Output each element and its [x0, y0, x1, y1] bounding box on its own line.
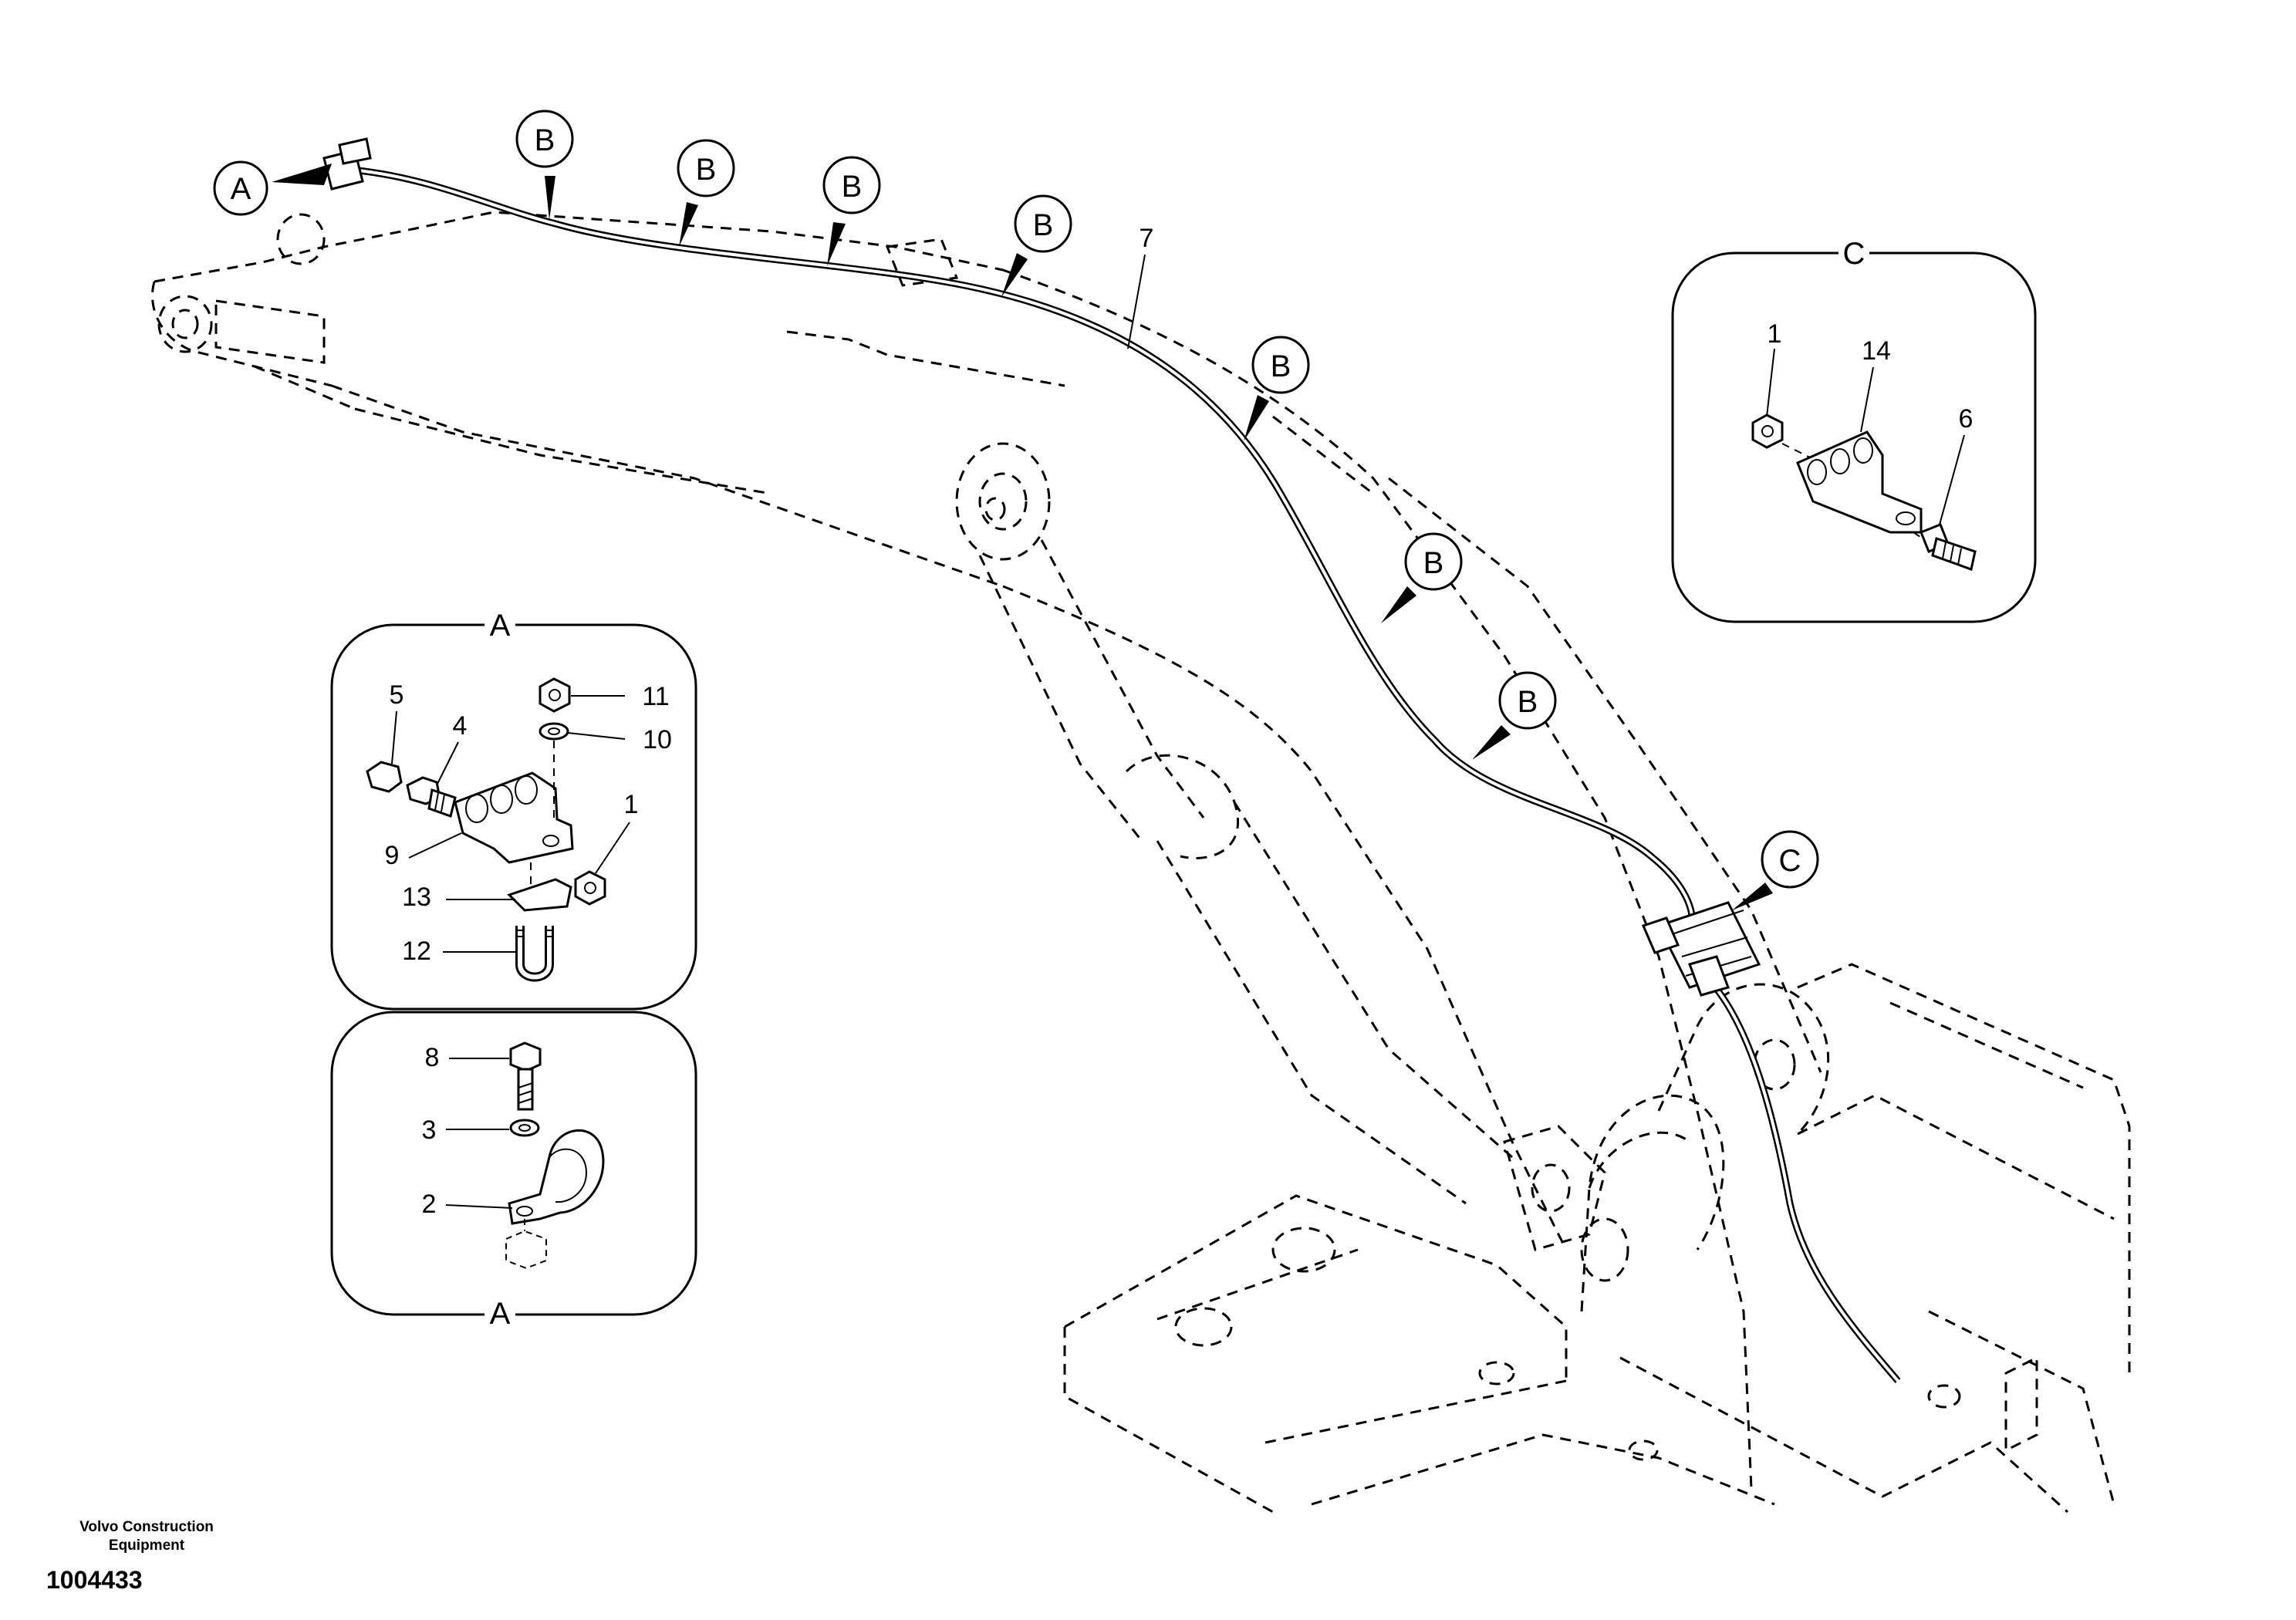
marker-b-label: B: [1271, 349, 1292, 383]
detail-a-top-panel: A 5 4 9 11 10 13: [330, 609, 697, 1011]
part-number-3: 3: [422, 1115, 437, 1145]
arm-outline: [150, 211, 1065, 588]
brand-line-1: Volvo Construction: [79, 1519, 214, 1535]
marker-b-1: B: [515, 110, 574, 220]
part-number-14: 14: [1862, 336, 1891, 366]
marker-b-label: B: [1033, 208, 1054, 242]
marker-a-main: A: [213, 160, 332, 216]
part-number-13: 13: [402, 883, 431, 912]
marker-b-3: B: [822, 156, 881, 266]
hydraulic-hose: [322, 137, 1901, 1383]
detail-c-title: C: [1843, 237, 1866, 271]
detail-a-top-title: A: [490, 609, 511, 643]
boom-cylinder-outline: [978, 539, 1513, 1205]
part-number-1: 1: [624, 790, 639, 819]
part-number-6: 6: [1959, 404, 1974, 434]
document-number: 1004433: [46, 1566, 143, 1594]
part-number-9: 9: [385, 841, 400, 870]
marker-b-label: B: [842, 170, 863, 204]
part-number-2: 2: [422, 1190, 437, 1219]
marker-b-label: B: [696, 153, 717, 187]
marker-b-label: B: [535, 123, 555, 157]
callout-7: 7: [1127, 224, 1154, 349]
part-number-8: 8: [425, 1043, 440, 1072]
marker-b-label: B: [1423, 546, 1444, 580]
part-number-11: 11: [642, 682, 669, 711]
marker-b-7: B: [1472, 671, 1557, 760]
detail-a-bottom-title: A: [490, 1297, 511, 1331]
part-number-4: 4: [453, 711, 468, 741]
marker-b-4: B: [1001, 194, 1072, 297]
part-number-5: 5: [390, 680, 404, 710]
marker-b-2: B: [677, 139, 735, 247]
part-number-12: 12: [402, 937, 431, 966]
detail-a-bottom-panel: A 8 3 2: [330, 1011, 697, 1331]
footer-brand: Volvo Construction Equipment: [46, 1518, 247, 1555]
marker-c-label: C: [1779, 844, 1801, 878]
marker-b-label: B: [1518, 685, 1538, 719]
marker-b-6: B: [1381, 532, 1463, 623]
frame-outline: [1063, 963, 2131, 1514]
part-number-7: 7: [1140, 224, 1154, 253]
marker-c-main: C: [1732, 830, 1819, 910]
part-number-1: 1: [1768, 319, 1782, 349]
detail-c-panel: C 1 14 6: [1671, 237, 2037, 623]
marker-a-label: A: [231, 172, 252, 206]
part-number-10: 10: [643, 725, 672, 754]
brand-line-2: Equipment: [108, 1537, 185, 1554]
marker-b-5: B: [1244, 336, 1310, 441]
boom-outline: [955, 268, 1822, 1250]
